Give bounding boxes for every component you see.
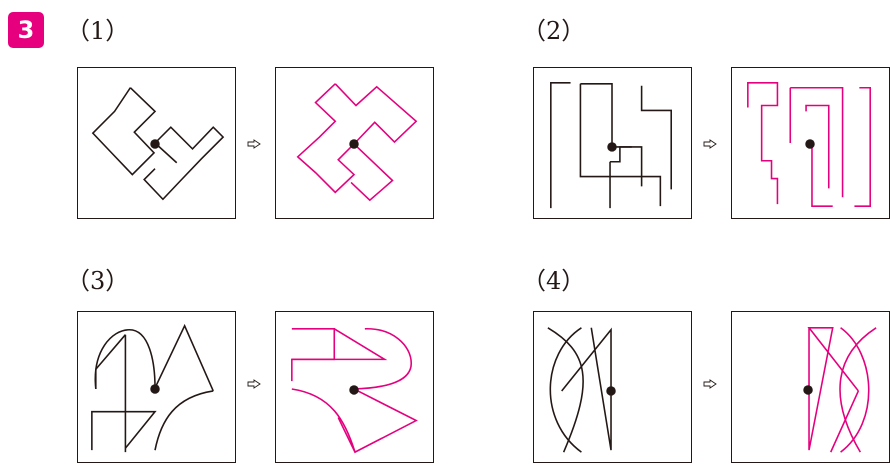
problem-3-answer-svg — [291, 327, 418, 454]
problem-1-answer-figure — [275, 67, 434, 219]
problem-2-answer-figure — [731, 67, 890, 219]
rotated-shape — [807, 327, 859, 451]
problem-4-label: （4） — [522, 267, 586, 295]
problem-4-original-figure — [533, 311, 692, 463]
problem-2-original-svg — [550, 82, 673, 209]
rotation-center-dot — [803, 385, 813, 395]
hollow-right-arrow-icon — [703, 379, 717, 389]
problem-2-answer-svg — [747, 82, 871, 207]
problem-2-label: （2） — [522, 17, 586, 45]
rotated-shape — [291, 327, 336, 361]
rotation-center-dot — [606, 386, 616, 396]
rotation-center-dot — [805, 139, 815, 149]
rotation-center-dot — [607, 142, 617, 152]
problem-4-answer-figure — [731, 311, 890, 463]
hollow-right-arrow-icon — [247, 379, 261, 389]
original-shape — [91, 87, 157, 176]
problem-4-original-svg — [547, 327, 616, 453]
problem-number-badge: 3 — [8, 12, 44, 48]
problem-1-answer-svg — [296, 83, 418, 202]
problem-2-original-figure — [533, 67, 692, 219]
problem-1-original-figure — [77, 67, 236, 219]
original-shape-2 — [143, 126, 225, 201]
problem-3-original-figure — [77, 311, 236, 463]
rotation-center-dot — [349, 139, 359, 149]
rotated-shape — [747, 82, 779, 205]
problem-4-answer-svg — [803, 327, 877, 453]
problem-3-answer-figure — [275, 311, 434, 463]
hollow-right-arrow-icon — [703, 139, 717, 149]
rotation-center-dot — [349, 385, 359, 395]
original-shape — [547, 327, 584, 453]
problem-1-label: （1） — [66, 17, 130, 45]
problem-1-original-svg — [91, 87, 225, 201]
rotation-center-dot — [150, 139, 160, 149]
rotated-shape — [296, 83, 418, 194]
original-shape — [550, 82, 571, 209]
rotated-shape-2 — [350, 143, 394, 202]
rotation-center-dot — [150, 384, 160, 394]
original-shape — [94, 328, 156, 390]
problem-3-original-svg — [91, 323, 214, 453]
hollow-right-arrow-icon — [247, 139, 261, 149]
problem-3-label: （3） — [66, 267, 130, 295]
